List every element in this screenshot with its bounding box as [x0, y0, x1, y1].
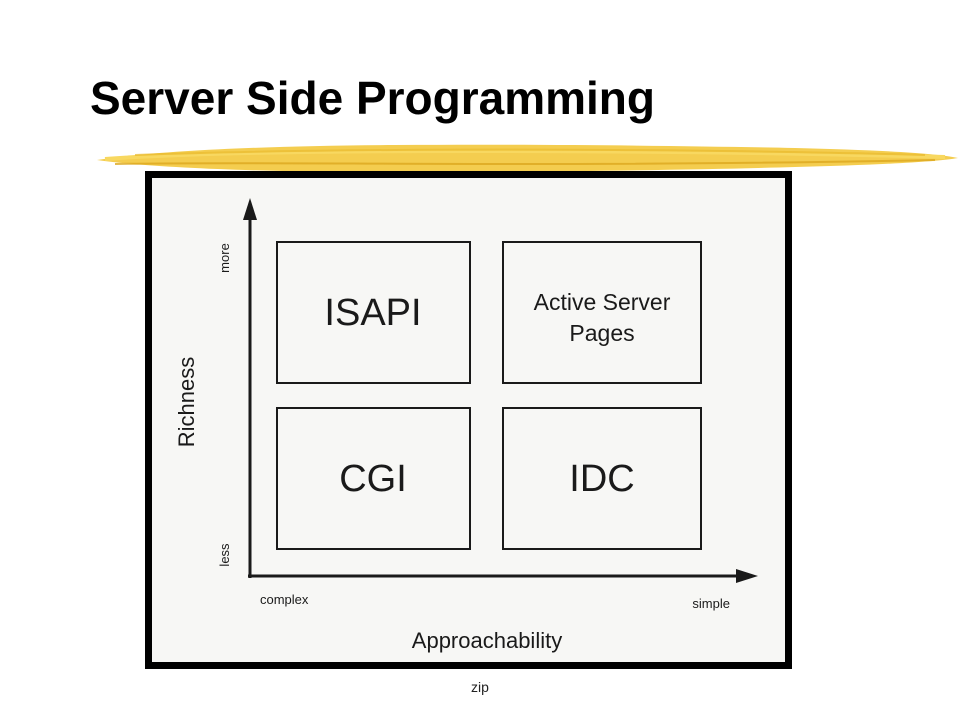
- richness-approachability-diagram: ISAPI Active Server Pages CGI IDC Richne…: [174, 198, 758, 653]
- yellow-brush-underline: [97, 144, 958, 172]
- quadrant-box-cgi: [276, 407, 471, 550]
- quadrant-label-isapi: ISAPI: [324, 292, 421, 334]
- quadrant-label-asp-line1: Active Server: [534, 289, 671, 315]
- y-axis-low-label: less: [217, 543, 232, 567]
- x-axis-arrowhead: [736, 569, 758, 583]
- x-axis-right-label: simple: [692, 596, 730, 611]
- quadrant-label-cgi: CGI: [339, 458, 407, 500]
- quadrant-label-idc: IDC: [569, 458, 634, 500]
- quadrant-box-idc: [502, 407, 702, 550]
- y-axis-high-label: more: [217, 243, 232, 273]
- quadrant-label-asp-line2: Pages: [569, 320, 634, 346]
- y-axis-arrowhead: [243, 198, 257, 220]
- y-axis-title: Richness: [174, 357, 199, 447]
- x-axis-left-label: complex: [260, 592, 309, 607]
- quadrant-box-asp: [502, 241, 702, 384]
- quadrant-box-isapi: [276, 241, 471, 384]
- slide-footer: zip: [471, 679, 489, 695]
- slide-title: Server Side Programming: [90, 72, 655, 124]
- diagram-frame: ISAPI Active Server Pages CGI IDC Richne…: [145, 171, 792, 669]
- x-axis-title: Approachability: [412, 628, 562, 653]
